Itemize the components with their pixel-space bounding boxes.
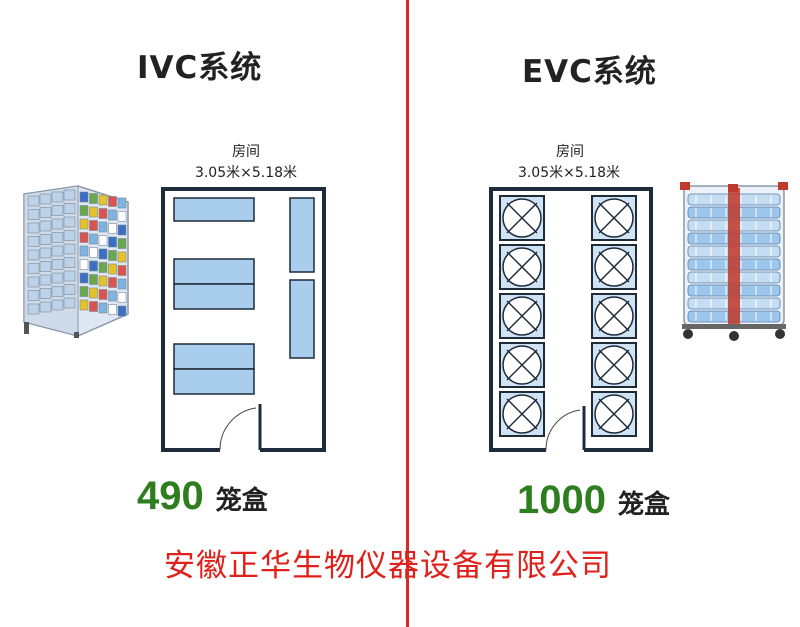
ivc-title: IVC系统 bbox=[137, 50, 263, 86]
evc-cage-unit bbox=[499, 293, 545, 339]
evc-title: EVC系统 bbox=[522, 54, 657, 90]
ivc-cage-count: 490 bbox=[137, 474, 204, 518]
ivc-door-swing bbox=[219, 407, 257, 451]
evc-door-swing bbox=[545, 409, 581, 451]
evc-cage-unit bbox=[591, 195, 637, 241]
ivc-rack bbox=[173, 197, 255, 222]
ivc-room-plan bbox=[161, 187, 326, 452]
ivc-rack bbox=[173, 368, 255, 395]
evc-cage-unit bbox=[499, 244, 545, 290]
evc-room-plan bbox=[489, 187, 653, 452]
evc-cage-unit bbox=[591, 293, 637, 339]
ivc-rack bbox=[173, 283, 255, 310]
evc-room-label: 房间 bbox=[556, 144, 584, 160]
center-divider bbox=[406, 0, 409, 627]
evc-cage-count: 1000 bbox=[517, 478, 606, 522]
evc-count-row: 1000 笼盒 bbox=[517, 478, 670, 523]
ivc-count-unit: 笼盒 bbox=[215, 486, 268, 516]
ivc-room-size: 3.05米×5.18米 bbox=[194, 165, 298, 181]
evc-room-size: 3.05米×5.18米 bbox=[517, 165, 621, 181]
evc-rack-photo-icon bbox=[680, 182, 788, 341]
evc-cage-unit bbox=[499, 391, 545, 437]
evc-cage-unit bbox=[499, 342, 545, 388]
ivc-rack-photo-icon bbox=[23, 185, 129, 338]
ivc-rack bbox=[289, 197, 315, 273]
ivc-count-row: 490 笼盒 bbox=[137, 474, 268, 519]
evc-cage-unit bbox=[499, 195, 545, 241]
evc-cage-unit bbox=[591, 244, 637, 290]
evc-count-unit: 笼盒 bbox=[617, 490, 670, 520]
ivc-rack bbox=[173, 343, 255, 370]
evc-cage-unit bbox=[591, 391, 637, 437]
ivc-room-label: 房间 bbox=[232, 144, 260, 160]
company-name: 安徽正华生物仪器设备有限公司 bbox=[164, 548, 612, 584]
ivc-rack bbox=[289, 279, 315, 359]
evc-cage-unit bbox=[591, 342, 637, 388]
ivc-rack bbox=[173, 258, 255, 285]
